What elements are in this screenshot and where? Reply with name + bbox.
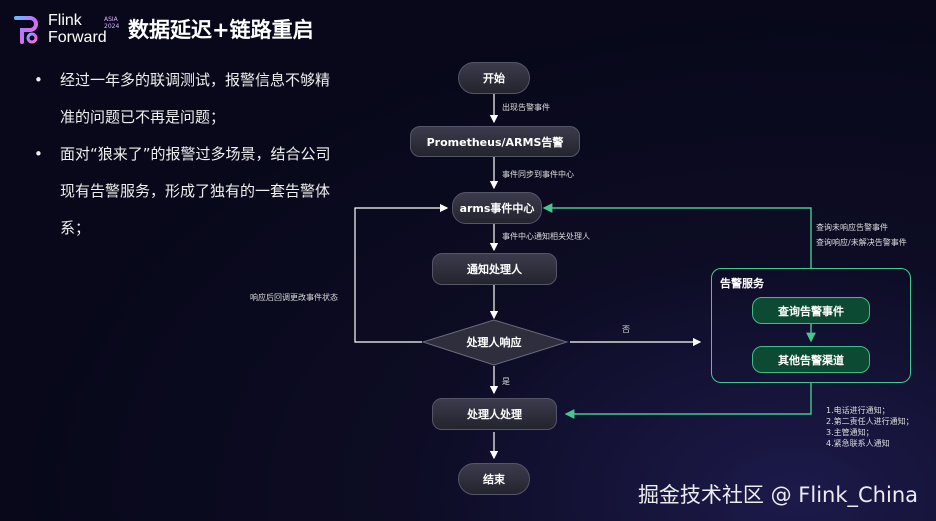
logo-line1: Flink [48, 12, 82, 29]
label-notify-handler: 事件中心通知相关处理人 [502, 232, 590, 241]
notify-method-item: 1.电话进行通知； [826, 406, 890, 415]
watermark-text: 掘金技术社区 @ Flink_China [637, 483, 918, 507]
flink-logo-icon [14, 16, 38, 44]
slide-title: 数据延迟+链路重启 [128, 18, 314, 42]
label-no: 否 [622, 325, 630, 334]
label-query-unresponded: 查询未响应告警事件 [816, 223, 888, 232]
flink-forward-logo: Flink Forward ASIA 2024 [12, 12, 122, 48]
notify-method-item: 3.主管通知； [826, 428, 874, 437]
bullet-list: • 经过一年多的联调测试，报警信息不够精准的问题已不再是问题； • 面对“狼来了… [34, 62, 344, 247]
bullet-text: 面对“狼来了”的报警过多场景，结合公司现有告警服务，形成了独有的一套告警体系； [60, 145, 331, 237]
logo-line2: Forward [48, 29, 107, 46]
bullet-dot-icon: • [34, 71, 43, 89]
start-node: 开始 [458, 62, 530, 94]
bullet-item: • 经过一年多的联调测试，报警信息不够精准的问题已不再是问题； [34, 62, 344, 136]
query-alert-event-node: 查询告警事件 [752, 297, 870, 324]
label-sync-event-center: 事件同步到事件中心 [502, 170, 574, 179]
notify-method-item: 2.第二责任人进行通知； [826, 417, 914, 426]
response-diamond-shape [421, 319, 569, 366]
notify-method-item: 4.紧急联系人通知 [826, 439, 890, 448]
end-node: 结束 [458, 463, 530, 495]
prometheus-arms-node: Prometheus/ARMS告警 [410, 126, 580, 157]
arrow-service-to-center [542, 203, 812, 268]
logo-badge-year: 2024 [104, 23, 120, 30]
handler-process-node: 处理人处理 [432, 398, 557, 430]
arrow-service-to-process [564, 383, 812, 419]
notify-handler-node: 通知处理人 [432, 253, 557, 285]
bullet-dot-icon: • [34, 145, 43, 163]
alert-service-group: 告警服务 [711, 268, 911, 383]
other-alert-channel-node: 其他告警渠道 [752, 346, 870, 373]
notify-methods-list: 1.电话进行通知； 2.第二责任人进行通知； 3.主管通知； 4.紧急联系人通知 [826, 405, 914, 449]
label-yes: 是 [502, 377, 510, 386]
handler-response-node: 处理人响应 [466, 336, 522, 349]
label-alert-event: 出现告警事件 [502, 103, 550, 112]
bullet-text: 经过一年多的联调测试，报警信息不够精准的问题已不再是问题； [60, 71, 331, 126]
arms-event-center-node: arms事件中心 [452, 192, 542, 224]
bullet-item: • 面对“狼来了”的报警过多场景，结合公司现有告警服务，形成了独有的一套告警体系… [34, 136, 344, 247]
label-update-status: 响应后回调更改事件状态 [250, 293, 338, 302]
label-query-unresolved: 查询响应/未解决告警事件 [816, 238, 907, 247]
alert-service-title: 告警服务 [720, 277, 764, 290]
arrow-loop-update-status [354, 203, 449, 343]
logo-badge-asia: ASIA [104, 16, 118, 23]
